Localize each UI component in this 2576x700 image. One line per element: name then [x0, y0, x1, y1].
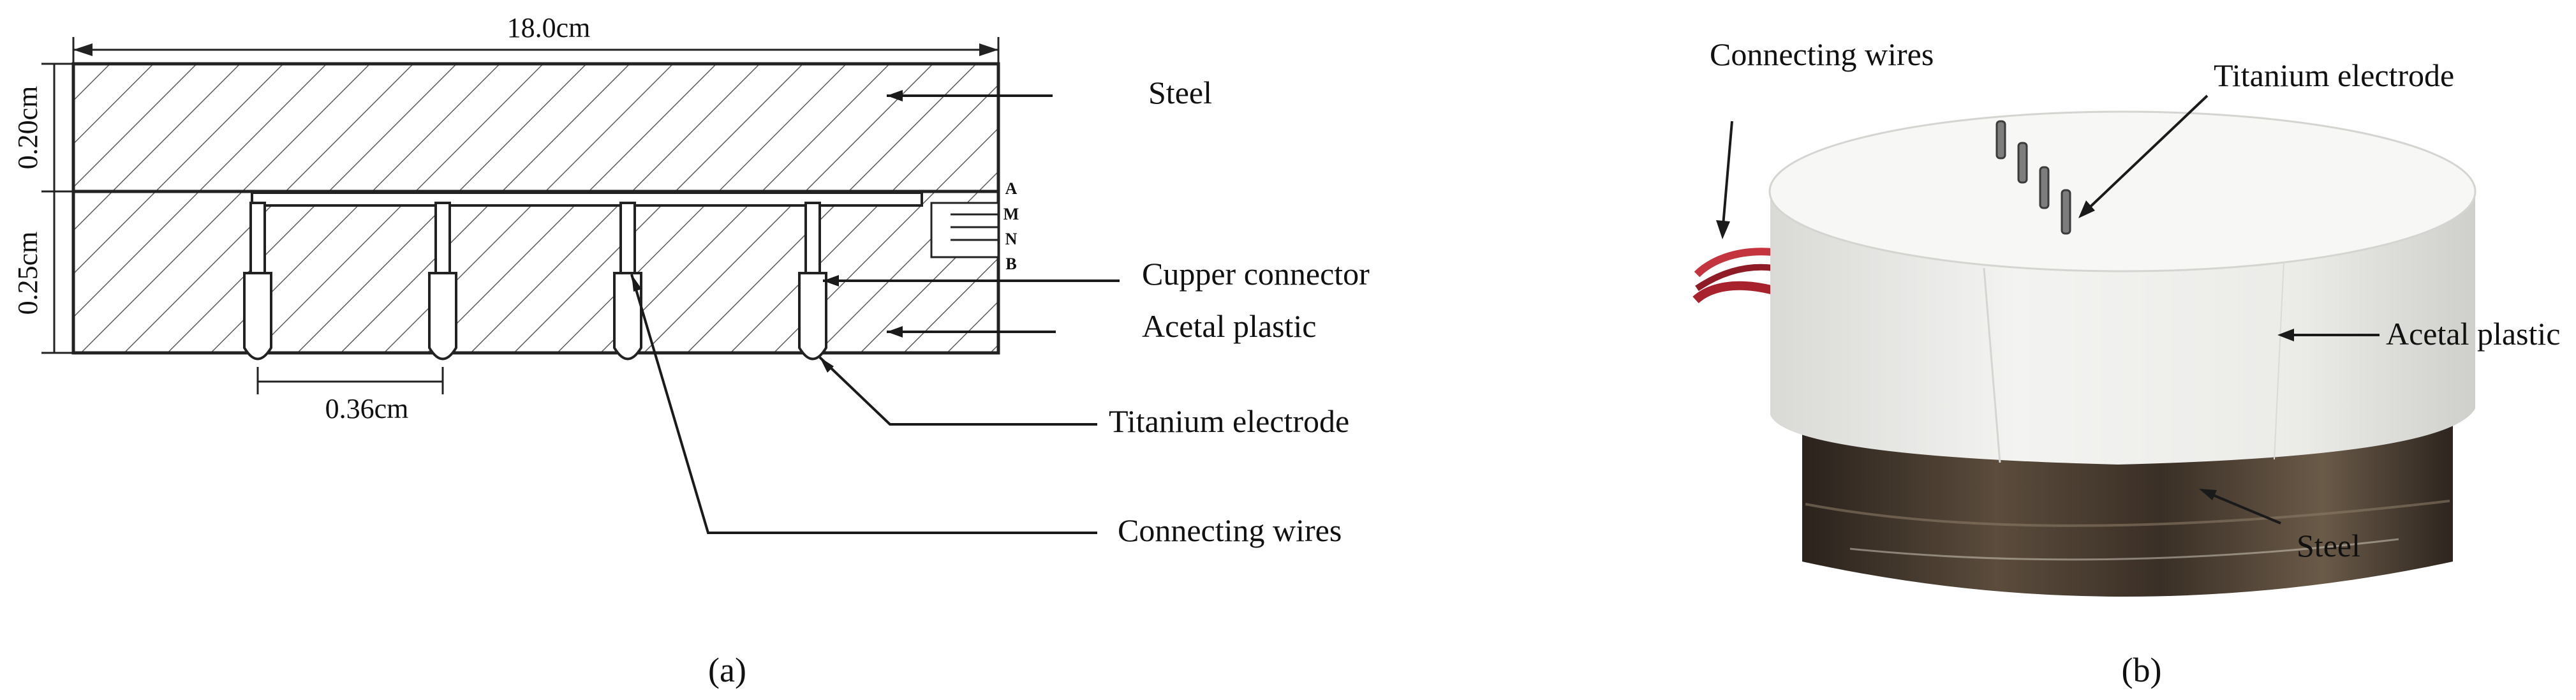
- copper-connector-label: Cupper connector: [1142, 256, 1370, 292]
- caption-b: (b): [2122, 651, 2162, 689]
- electrode: [798, 202, 827, 361]
- acetal-plastic-label: Acetal plastic: [1142, 308, 1317, 344]
- thickness-dimensions: 0.20cm 0.25cm: [12, 63, 73, 354]
- copper-connector-strip: [251, 191, 923, 207]
- electrode: [428, 202, 457, 361]
- steel-base: [1802, 415, 2453, 597]
- electrode: [243, 202, 272, 361]
- titanium-electrode-label: Titanium electrode: [1109, 403, 1349, 439]
- photo-wires-label: Connecting wires: [1710, 36, 1934, 72]
- connecting-wires-label: Connecting wires: [1118, 512, 1342, 548]
- plastic-thickness-label: 0.25cm: [12, 232, 43, 315]
- electrodes: [243, 202, 827, 361]
- photo-steel-label: Steel: [2297, 528, 2360, 563]
- titanium-pins: [1995, 120, 2071, 235]
- length-label: 18.0cm: [507, 12, 591, 43]
- terminal-block: A M N B: [930, 179, 1019, 273]
- terminal-letter-b: B: [1005, 255, 1016, 273]
- length-dimension: 18.0cm: [72, 12, 1000, 65]
- electrode: [613, 202, 642, 361]
- steel-label: Steel: [1148, 75, 1212, 110]
- panel-a-schematic: 18.0cm 0.20cm 0.25cm: [12, 12, 1370, 689]
- photo-arrows: [1716, 94, 2380, 525]
- spacing-dimension: 0.36cm: [256, 367, 444, 424]
- acetal-layer: [71, 190, 1000, 355]
- terminal-letter-m: M: [1003, 205, 1019, 223]
- photo-acetal-label: Acetal plastic: [2386, 316, 2561, 352]
- terminal-letter-a: A: [1005, 179, 1018, 198]
- leader-lines: [630, 90, 1120, 534]
- terminal-letter-n: N: [1005, 230, 1018, 248]
- caption-a: (a): [708, 651, 746, 689]
- spacing-label: 0.36cm: [325, 393, 409, 424]
- steel-thickness-label: 0.20cm: [12, 86, 43, 170]
- acetal-top-face: [1768, 110, 2476, 272]
- steel-layer: [71, 62, 1000, 193]
- panel-b-photo: Connecting wires Titanium electrode Acet…: [1692, 36, 2561, 689]
- photo-titanium-label: Titanium electrode: [2214, 57, 2454, 93]
- red-wires: [1692, 248, 1775, 304]
